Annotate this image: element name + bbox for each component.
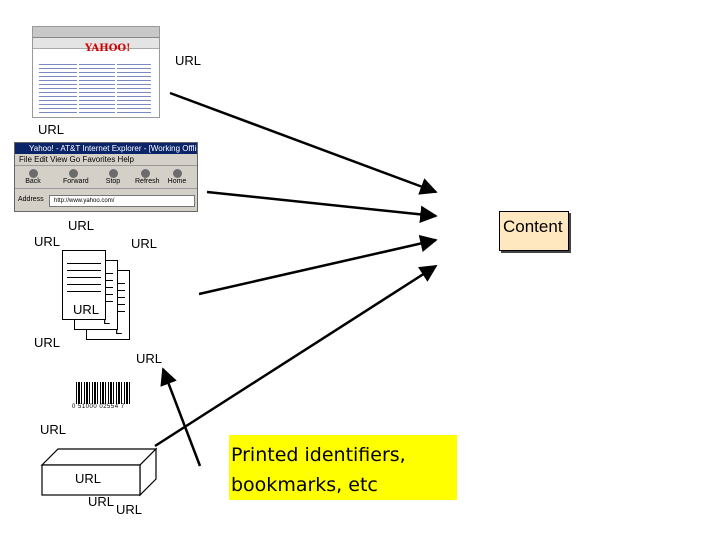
arrow-yahoo-to-content [169, 91, 438, 195]
yahoo-logo: YAHOO! [85, 43, 131, 54]
content-box: Content [499, 211, 569, 251]
barcode: 0 51000 02554 7 [72, 382, 134, 412]
yahoo-page-thumbnail: YAHOO! [32, 26, 160, 118]
content-label: Content [503, 217, 563, 236]
ie-menu-bar: File Edit View Go Favorites Help [15, 154, 197, 166]
address-label: Address [18, 196, 44, 203]
arrow-printed-to-barcode [160, 367, 202, 467]
url-label: URL [88, 494, 115, 509]
printed-identifiers-label: Printed identifiers, bookmarks, etc [231, 444, 406, 496]
address-field: http://www.yahoo.com/ [49, 195, 195, 207]
ie-browser-window: Yahoo! - AT&T Internet Explorer - [Worki… [14, 142, 198, 212]
url-label: URL [34, 335, 61, 350]
url-label: URL [131, 236, 158, 251]
url-label: L [103, 312, 111, 327]
column-gap [77, 61, 79, 113]
url-label: URL [34, 234, 61, 249]
url-label: URL [136, 351, 163, 366]
ie-address-bar: Address http://www.yahoo.com/ [15, 193, 197, 209]
document-front: URL [62, 250, 106, 320]
barcode-digits: 0 51000 02554 7 [72, 404, 125, 410]
column-gap [115, 61, 117, 113]
document-text-lines [67, 257, 101, 297]
url-label: URL [75, 471, 102, 486]
ie-title-bar: Yahoo! - AT&T Internet Explorer - [Worki… [15, 143, 197, 154]
storage-box [40, 447, 158, 497]
stop-button: Stop [103, 168, 123, 186]
url-label: URL [73, 302, 100, 317]
printed-identifiers-box: Printed identifiers, bookmarks, etc [229, 435, 457, 500]
barcode-bars [76, 382, 130, 404]
browser-toolbar [33, 38, 159, 49]
browser-title-bar [33, 27, 159, 38]
url-label: URL [38, 122, 65, 137]
url-label: URL [68, 218, 95, 233]
refresh-button: Refresh [135, 168, 160, 186]
home-button: Home [167, 168, 187, 186]
url-label: URL [116, 502, 143, 517]
forward-button: Forward [63, 168, 89, 186]
ie-toolbar: Back Forward Stop Refresh Home [15, 166, 197, 189]
arrow-ie-to-content [206, 190, 438, 224]
url-label: URL [40, 422, 67, 437]
arrow-docs-to-content [198, 234, 438, 296]
arrow-printed-to-content [154, 264, 438, 448]
back-button: Back [23, 168, 43, 186]
page-link-lines [39, 61, 151, 113]
url-label: L [115, 322, 123, 337]
url-label: URL [175, 53, 202, 68]
